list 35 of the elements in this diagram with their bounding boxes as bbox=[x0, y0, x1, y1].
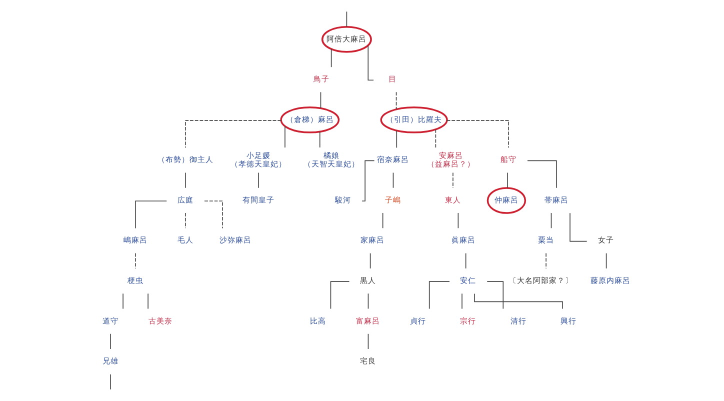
connector bbox=[452, 172, 453, 188]
connector bbox=[367, 333, 368, 350]
connector bbox=[330, 48, 332, 68]
connector bbox=[122, 293, 123, 310]
connector bbox=[446, 120, 508, 148]
connector bbox=[134, 200, 167, 229]
connector bbox=[395, 92, 396, 110]
connector bbox=[392, 172, 394, 188]
connector bbox=[457, 212, 458, 229]
connector bbox=[569, 212, 587, 242]
connector bbox=[506, 172, 508, 188]
connector bbox=[396, 130, 397, 148]
connector bbox=[184, 120, 281, 148]
connector bbox=[550, 212, 552, 229]
connector bbox=[134, 252, 136, 269]
connector bbox=[346, 11, 347, 28]
connector bbox=[318, 131, 320, 148]
connector bbox=[545, 252, 546, 269]
connector bbox=[428, 281, 450, 310]
connector bbox=[434, 129, 436, 148]
connector bbox=[147, 293, 148, 310]
connector bbox=[184, 172, 186, 188]
connector bbox=[184, 212, 186, 229]
connector bbox=[320, 92, 321, 109]
connector bbox=[486, 281, 504, 310]
connector bbox=[464, 252, 466, 269]
connector bbox=[284, 126, 285, 148]
connector bbox=[382, 212, 383, 229]
connector bbox=[369, 252, 370, 269]
connector bbox=[330, 281, 350, 310]
connector bbox=[204, 200, 222, 229]
connector bbox=[461, 293, 462, 310]
connector bbox=[367, 293, 368, 310]
connector bbox=[605, 252, 606, 269]
connector bbox=[526, 160, 556, 188]
